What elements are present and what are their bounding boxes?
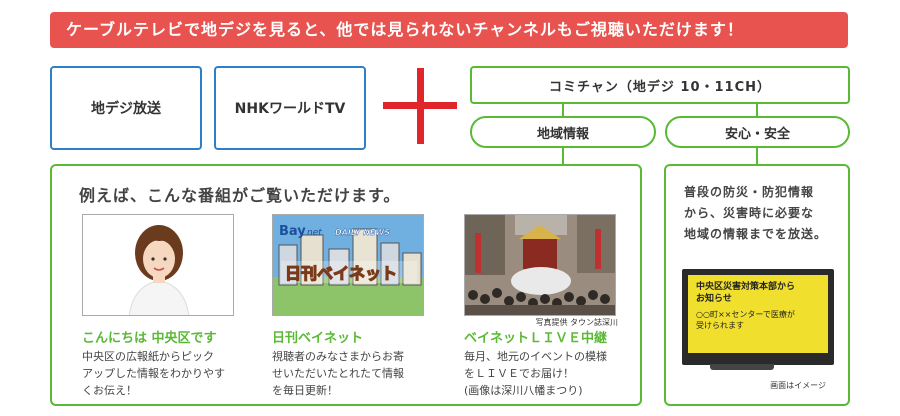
bay-net-logo-image: Bay net DAILY NEWS 日刊ベイネット <box>272 214 424 316</box>
connector-line <box>562 104 564 116</box>
tab-region-info: 地域情報 <box>470 116 656 148</box>
terrestrial-broadcast-box: 地デジ放送 <box>50 66 202 150</box>
net-logo-text: net <box>307 228 322 238</box>
tv-body-text: ○○町××センターで医療が 受けられます <box>696 310 795 330</box>
image-note: 画面はイメージ <box>770 381 826 390</box>
nhk-world-box: NHKワールドTV <box>214 66 366 150</box>
daily-news-text: DAILY NEWS <box>335 228 390 237</box>
tv-stand <box>710 364 774 370</box>
bay-logo-text: Bay <box>279 224 306 239</box>
program-description: 視聴者のみなさまからお寄 せいただいたとれたて情報 を毎日更新！ <box>272 350 404 397</box>
community-channel-box: コミチャン（地デジ 10・11CH） <box>470 66 850 104</box>
headline-banner: ケーブルテレビで地デジを見ると、他では見られないチャンネルもご視聴いただけます！ <box>50 12 848 48</box>
program-title: 日刊ベイネット <box>272 331 364 346</box>
safety-description: 普段の防災・防犯情報 から、災害時に必要な 地域の情報までを放送。 <box>684 185 828 241</box>
program-description: 毎月、地元のイベントの模様 をＬＩＶＥでお届け！ (画像は深川八幡まつり) <box>464 350 607 397</box>
tv-icon: 中央区災害対策本部から お知らせ ○○町××センターで医療が 受けられます <box>682 269 834 365</box>
connector-line <box>756 148 758 164</box>
safety-panel: 普段の防災・防犯情報 から、災害時に必要な 地域の情報までを放送。 中央区災害対… <box>664 164 850 406</box>
program-title: ベイネットＬＩＶＥ中継 <box>464 331 608 346</box>
plus-icon-vertical <box>417 68 424 144</box>
panel-title: 例えば、こんな番組がご覧いただけます。 <box>79 186 401 205</box>
announcer-photo <box>82 214 234 316</box>
program-description: 中央区の広報紙からピック アップした情報をわかりやす くお伝え！ <box>82 350 225 397</box>
nikkan-bay-net-logo-text: 日刊ベイネット <box>285 264 397 283</box>
tv-screen: 中央区災害対策本部から お知らせ ○○町××センターで医療が 受けられます <box>688 275 828 353</box>
program-title: こんにちは 中央区です <box>82 331 217 346</box>
tv-headline: 中央区災害対策本部から お知らせ <box>696 282 796 304</box>
connector-line <box>562 148 564 164</box>
festival-photo <box>464 214 616 316</box>
photo-credit: 写真提供 タウン誌深川 <box>535 318 618 327</box>
connector-line <box>756 104 758 116</box>
tab-safety: 安心・安全 <box>665 116 850 148</box>
region-info-panel: 例えば、こんな番組がご覧いただけます。 Bay net DAILY NEW <box>50 164 642 406</box>
